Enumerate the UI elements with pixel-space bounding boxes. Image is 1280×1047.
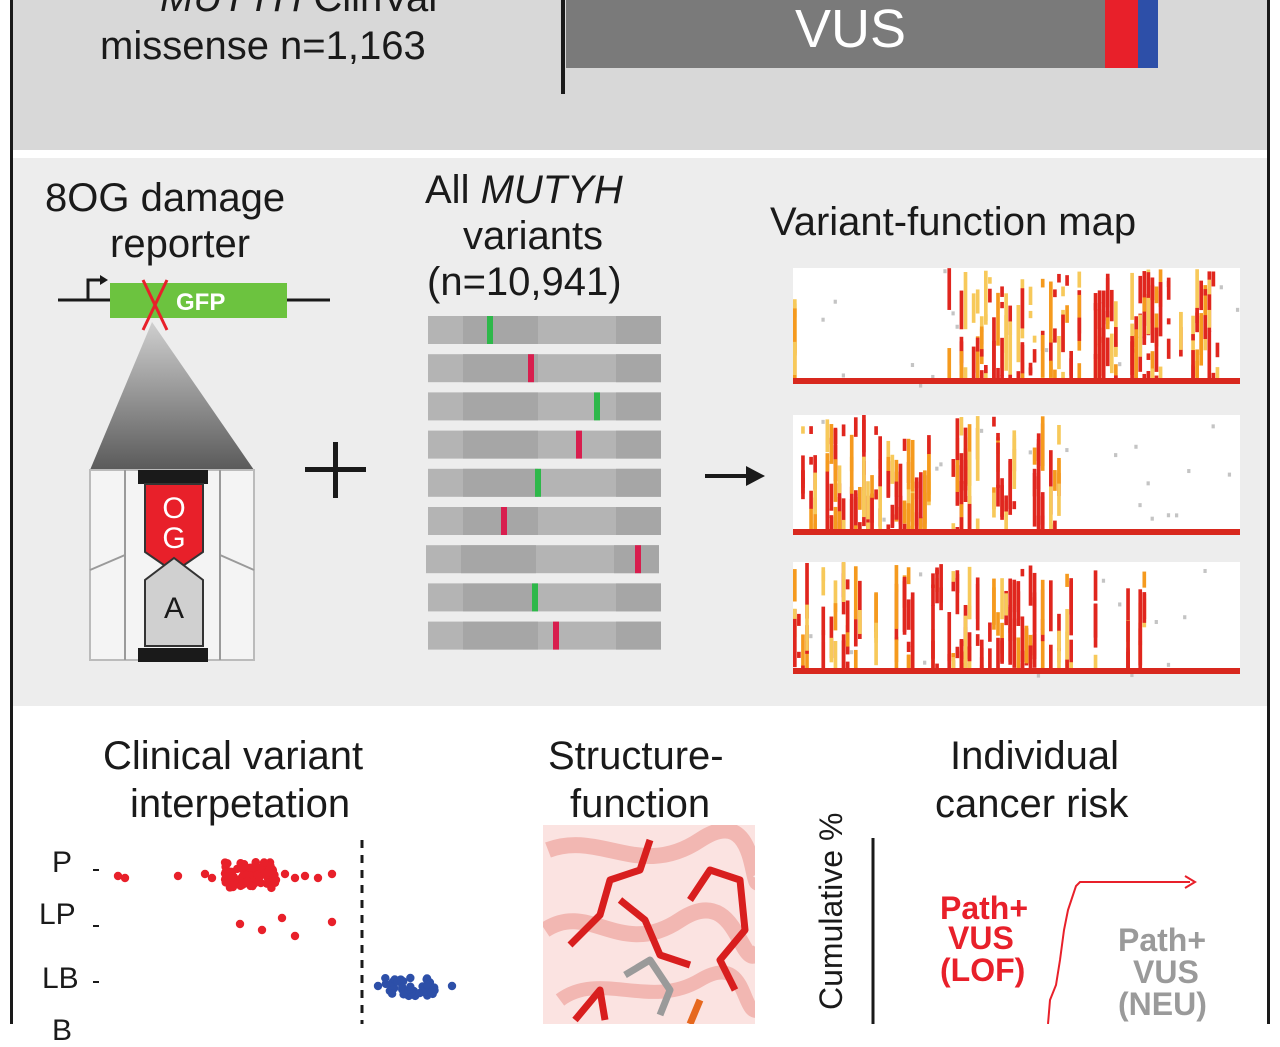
category-b: B [52,1014,73,1047]
clinical-title-line1: Clinical variant [103,734,364,778]
variant-dot [280,869,290,879]
variant-dot [234,863,244,873]
risk-title-line2: cancer risk [935,782,1129,826]
promoter-arrow-icon [86,278,104,300]
variant-dot [242,877,252,886]
vus-label: VUS [795,0,907,59]
path-lof-line1: Path+ [940,890,1029,926]
variant-dot [113,871,123,881]
a-label: A [164,592,184,625]
variant-dot [327,869,337,879]
variant-dot [290,931,300,941]
variant-dot [327,917,337,927]
variant-function-heatmaps [793,268,1240,678]
a-base [144,556,204,647]
clinical-dots [113,858,457,1001]
frame-right-border [1267,0,1270,1024]
path-neu-line2: VUS [1133,954,1199,990]
variants-title-line1: All MUTYH [425,168,623,212]
gfp-box [110,283,287,318]
variant-dot [277,913,287,923]
path-neu-line1: Path+ [1118,922,1207,958]
clinvar-title-line2: missense n=1,163 [100,24,426,68]
variant-dot [221,878,230,887]
variant-dot [290,873,300,883]
variant-dot [427,987,436,997]
path-neu-line3: (NEU) [1118,986,1207,1022]
variant-dot [207,873,217,883]
protein-structure [543,825,755,1024]
path-lof-line3: (LOF) [940,952,1026,988]
promoter-arrow-head-icon [100,275,108,285]
variant-dot [406,973,415,983]
variant-dot [220,858,230,867]
structure-title-line2: function [570,782,711,826]
clinvar-title-line1: MUTYH ClinVar [160,0,442,18]
frame-left-border [10,0,13,1024]
clinvar-axis [561,0,565,94]
variant-mark [553,621,559,650]
structure-title-line1: Structure- [548,734,724,778]
variant-mark [501,507,507,535]
variant-dot [447,981,457,991]
benign-bar-segment [1138,0,1158,68]
path-lof-line2: VUS [948,920,1014,956]
variant-dot [200,869,210,879]
variant-dot [235,919,245,929]
cumulative-axis-label: Cumulative % [813,812,849,1010]
variant-dot [381,973,390,983]
variant-mark [528,354,534,383]
risk-title-line1: Individual [950,734,1120,778]
variant-dot [422,974,432,983]
plus-icon-bar [305,467,366,472]
variant-dot [373,981,383,991]
variant-dot [423,980,432,990]
variant-mark [594,392,600,421]
variant-dot [262,879,272,888]
variant-dot [120,873,130,883]
reporter-title-line2: reporter [110,222,251,266]
variant-dot [313,873,323,883]
zoom-cone [90,322,254,470]
variant-dot [251,858,260,867]
variant-dot [387,989,397,998]
variant-dot [259,858,269,867]
variant-dot [300,871,310,881]
clinical-title-line2: interpetation [130,782,351,826]
variant-mark [532,583,538,612]
variant-dot [173,871,183,881]
variants-title-line3: (n=10,941) [427,260,622,304]
variant-mark [535,468,541,497]
map-title: Variant-function map [770,200,1137,244]
risk-curve-lof [1047,881,1190,1024]
variants-title-line2: variants [463,214,604,258]
variant-mark [635,545,641,574]
variant-dot [257,925,267,935]
category-lp: LP [39,898,76,931]
vus-bar [566,0,1158,68]
category-lb: LB [42,962,79,995]
variant-dot [236,881,245,891]
gfp-label: GFP [176,289,225,316]
diagram-graphics: GFP O G A [58,268,1240,1024]
variant-dot [406,982,415,991]
category-p: P [52,846,73,879]
variant-dot [415,988,425,998]
heatmap-block [793,415,1240,535]
reporter-title-line1: 8OG damage [45,176,286,220]
og-label-o: O [162,492,185,525]
variant-library [426,316,661,650]
og-base [144,483,204,574]
variant-mark [487,316,493,344]
variant-mark [576,430,582,459]
variant-dot [263,867,273,877]
variant-dot [393,977,403,986]
variant-dot [271,875,281,885]
pathogenic-bar-segment [1105,0,1138,68]
og-label-g: G [162,522,185,555]
